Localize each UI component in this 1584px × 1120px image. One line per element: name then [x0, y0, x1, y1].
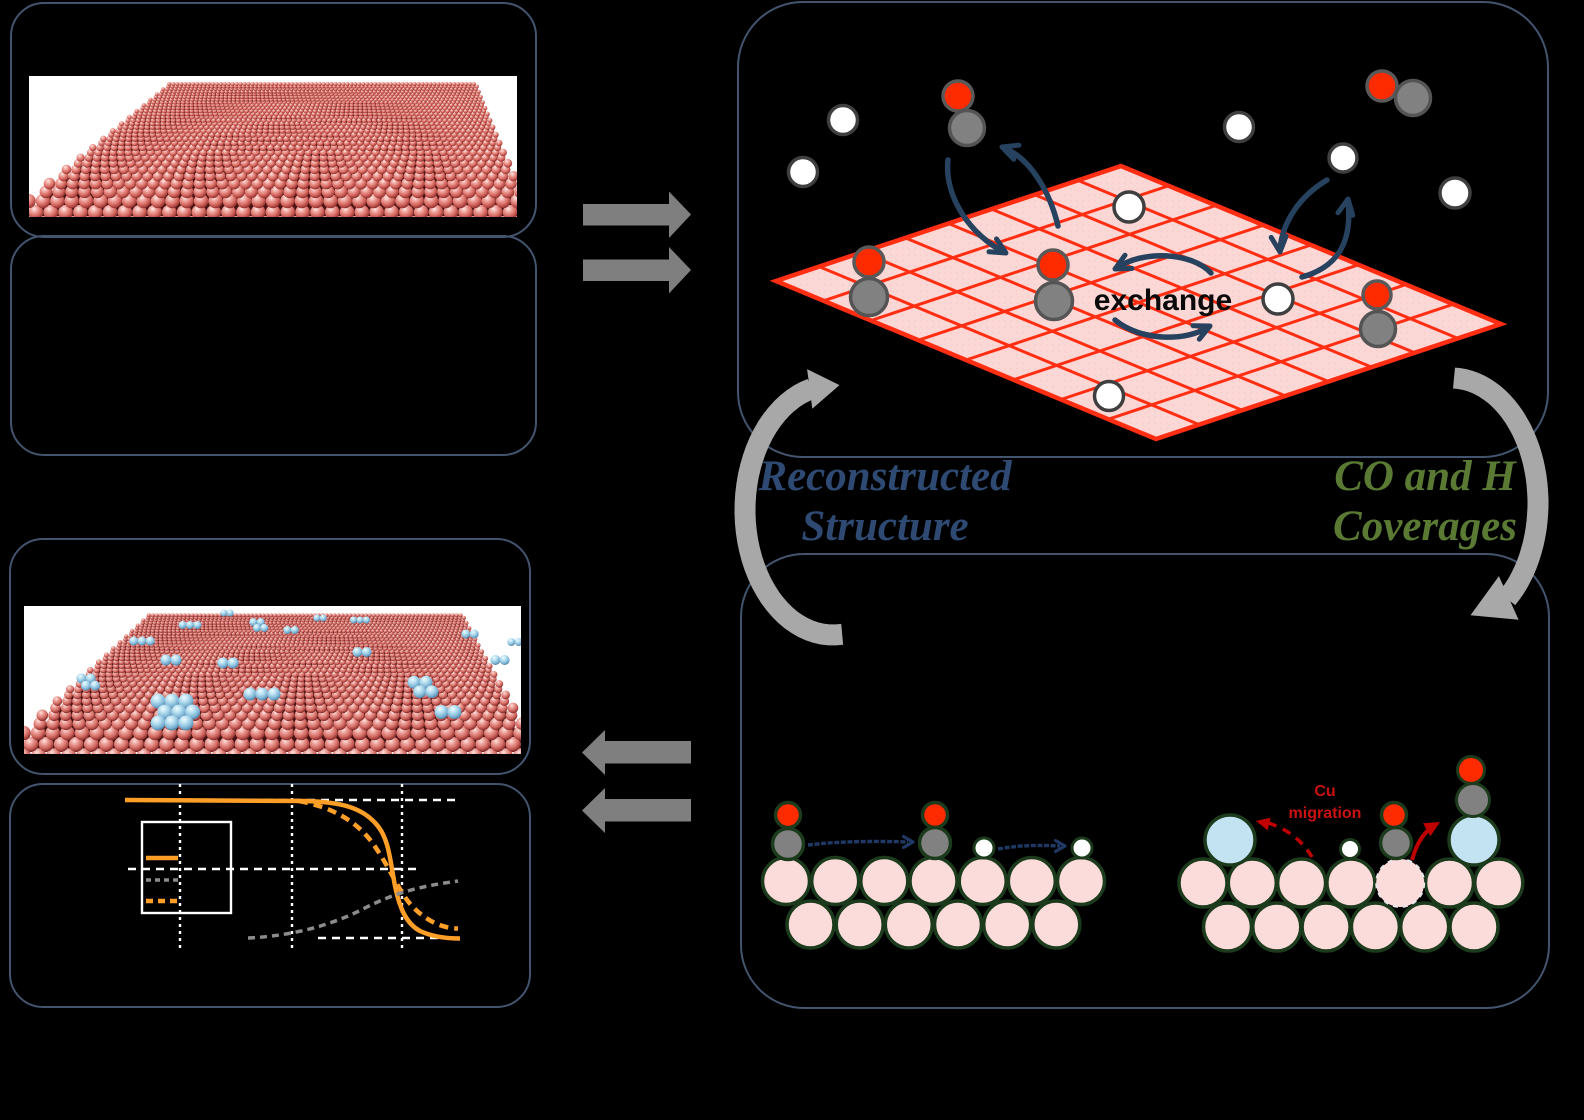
svg-text:migration: migration — [1289, 805, 1362, 822]
svg-text:exchange: exchange — [1094, 284, 1232, 317]
svg-text:Cu: Cu — [1314, 783, 1335, 800]
